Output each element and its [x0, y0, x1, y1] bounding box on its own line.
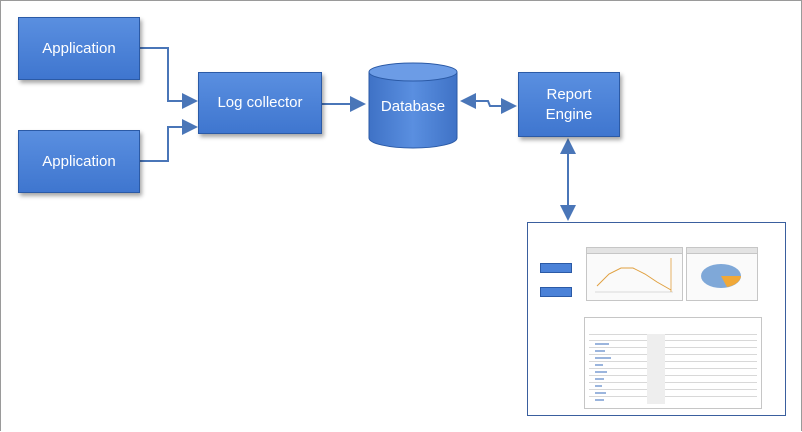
table-link-7 — [595, 385, 602, 387]
report-screenshot-thumbnail — [527, 222, 786, 416]
table-row-4 — [589, 361, 757, 362]
report-sidebar-button-2 — [540, 287, 572, 297]
table-row-6 — [589, 375, 757, 376]
visits-line-chart — [595, 258, 673, 293]
log-collector-label: Log collector — [217, 94, 303, 111]
pie-chart-title-bar — [687, 248, 757, 254]
table-row-2 — [589, 347, 757, 348]
table-link-2 — [595, 350, 605, 352]
application-1-label: Application — [42, 39, 116, 57]
table-row-7 — [589, 382, 757, 383]
metrics-header-divider — [589, 334, 757, 335]
visits-pie-chart — [701, 264, 741, 288]
report-sidebar-button-1 — [540, 263, 572, 273]
table-row-1 — [589, 340, 757, 341]
application-2-box: Application — [18, 130, 140, 193]
arrow-app2-to-collector — [140, 119, 198, 162]
database-cylinder: Database — [367, 62, 459, 150]
table-row-3 — [589, 354, 757, 355]
table-link-3 — [595, 357, 611, 359]
highlighted-column — [647, 334, 665, 404]
metrics-table-panel — [584, 317, 762, 409]
report-engine-label: Report Engine — [545, 85, 593, 123]
table-link-4 — [595, 364, 603, 366]
arrow-database-engine — [460, 93, 517, 114]
table-row-5 — [589, 368, 757, 369]
table-link-8 — [595, 392, 606, 394]
database-cylinder-shape — [368, 62, 458, 149]
visits-pie-chart-panel — [686, 247, 758, 301]
application-1-box: Application — [18, 17, 140, 80]
log-collector-box: Log collector — [198, 72, 322, 134]
table-link-6 — [595, 378, 604, 380]
application-2-label: Application — [42, 152, 116, 170]
database-label: Database — [380, 98, 446, 115]
report-engine-box: Report Engine — [518, 72, 620, 137]
table-row-8 — [589, 389, 757, 390]
visits-chart-title-bar — [587, 248, 682, 254]
table-row-9 — [589, 396, 757, 397]
table-link-5 — [595, 371, 607, 373]
table-link-9 — [595, 399, 604, 401]
table-link-1 — [595, 343, 609, 345]
visits-line-chart-panel — [586, 247, 683, 301]
arrow-app1-to-collector — [140, 47, 198, 109]
